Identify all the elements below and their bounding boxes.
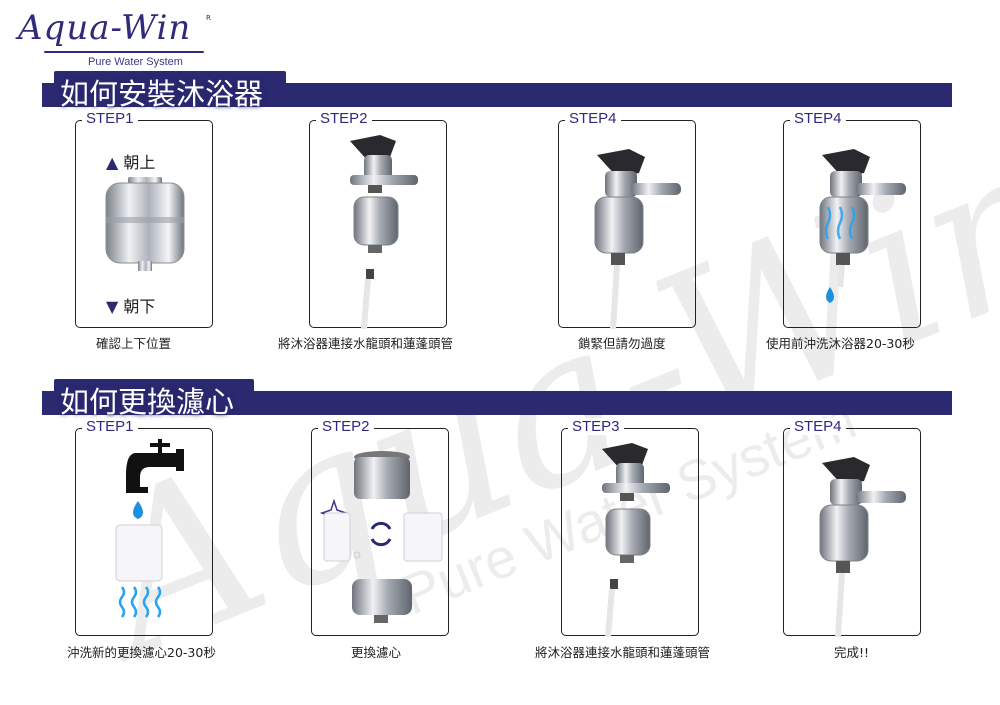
swap-arrows-icon bbox=[370, 521, 392, 547]
install-step4-caption: 使用前沖洗沐浴器20-30秒 bbox=[766, 336, 915, 351]
install-step2-caption: 將沐浴器連接水龍頭和蓮蓬頭管 bbox=[278, 336, 454, 351]
step-label: STEP4 bbox=[790, 110, 846, 127]
install-step2-card: STEP2 bbox=[309, 110, 447, 329]
flushing-shower-filter-image bbox=[819, 149, 906, 303]
brand-logo: Aqua-Win R Pure Water System bbox=[18, 8, 218, 70]
brand-tagline: Pure Water System bbox=[88, 56, 183, 68]
step-label: STEP1 bbox=[82, 418, 138, 435]
logo-underline bbox=[44, 51, 204, 53]
faucet-filter-hose-image bbox=[602, 443, 670, 637]
step-label: STEP4 bbox=[790, 418, 846, 435]
install-step3-caption: 鎖緊但請勿過度 bbox=[578, 336, 666, 351]
assembled-shower-filter-image bbox=[819, 457, 906, 637]
step-label: STEP2 bbox=[316, 110, 372, 127]
install-step1-card: STEP1 ▲ 朝上 ▼ 朝下 bbox=[75, 110, 213, 328]
step-label: STEP3 bbox=[568, 418, 624, 435]
step-label: STEP4 bbox=[565, 110, 621, 127]
section-banner-install: 如何安裝沐浴器 bbox=[42, 71, 952, 111]
replace-step3-card: STEP3 bbox=[561, 418, 699, 637]
water-waves-icon bbox=[118, 586, 162, 618]
install-step1-caption: 確認上下位置 bbox=[96, 336, 172, 351]
triangle-up-icon: ▲ bbox=[106, 153, 119, 172]
brand-name: Aqua-Win bbox=[18, 8, 192, 48]
faucet-filter-hose-image bbox=[350, 135, 418, 329]
install-step3-card: STEP4 bbox=[558, 110, 696, 329]
step-label: STEP1 bbox=[82, 110, 138, 127]
replace-step3-caption: 將沐浴器連接水龍頭和蓮蓬頭管 bbox=[535, 645, 711, 660]
triangle-down-icon: ▼ bbox=[106, 297, 119, 316]
replace-step4-card: STEP4 bbox=[783, 418, 921, 637]
replace-step4-caption: 完成!! bbox=[834, 645, 870, 660]
orientation-down: ▼ 朝下 bbox=[106, 293, 155, 317]
replace-step1-card: STEP1 bbox=[75, 418, 213, 636]
up-label: 朝上 bbox=[123, 153, 156, 172]
section-title-install: 如何安裝沐浴器 bbox=[60, 77, 264, 111]
rinse-cartridge-image bbox=[115, 439, 184, 618]
shower-filter-image bbox=[105, 177, 185, 271]
section-banner-replace: 如何更換濾心 bbox=[42, 379, 952, 419]
water-drop-icon bbox=[133, 501, 143, 519]
install-step4-card: STEP4 bbox=[783, 110, 921, 328]
section-title-replace: 如何更換濾心 bbox=[60, 385, 235, 419]
tap-icon bbox=[126, 439, 184, 493]
down-label: 朝下 bbox=[123, 297, 156, 316]
replace-step2-card: STEP2 bbox=[311, 418, 449, 636]
assembled-shower-filter-image bbox=[594, 149, 681, 329]
swap-cartridge-image bbox=[319, 451, 443, 623]
orientation-up: ▲ 朝上 bbox=[106, 149, 155, 173]
replace-step1-caption: 沖洗新的更換濾心20-30秒 bbox=[67, 645, 216, 660]
registered-mark: R bbox=[206, 14, 211, 22]
replace-step2-caption: 更換濾心 bbox=[351, 645, 402, 660]
water-drop-icon bbox=[826, 287, 834, 303]
water-flow-icon bbox=[824, 206, 856, 240]
step-label: STEP2 bbox=[318, 418, 374, 435]
